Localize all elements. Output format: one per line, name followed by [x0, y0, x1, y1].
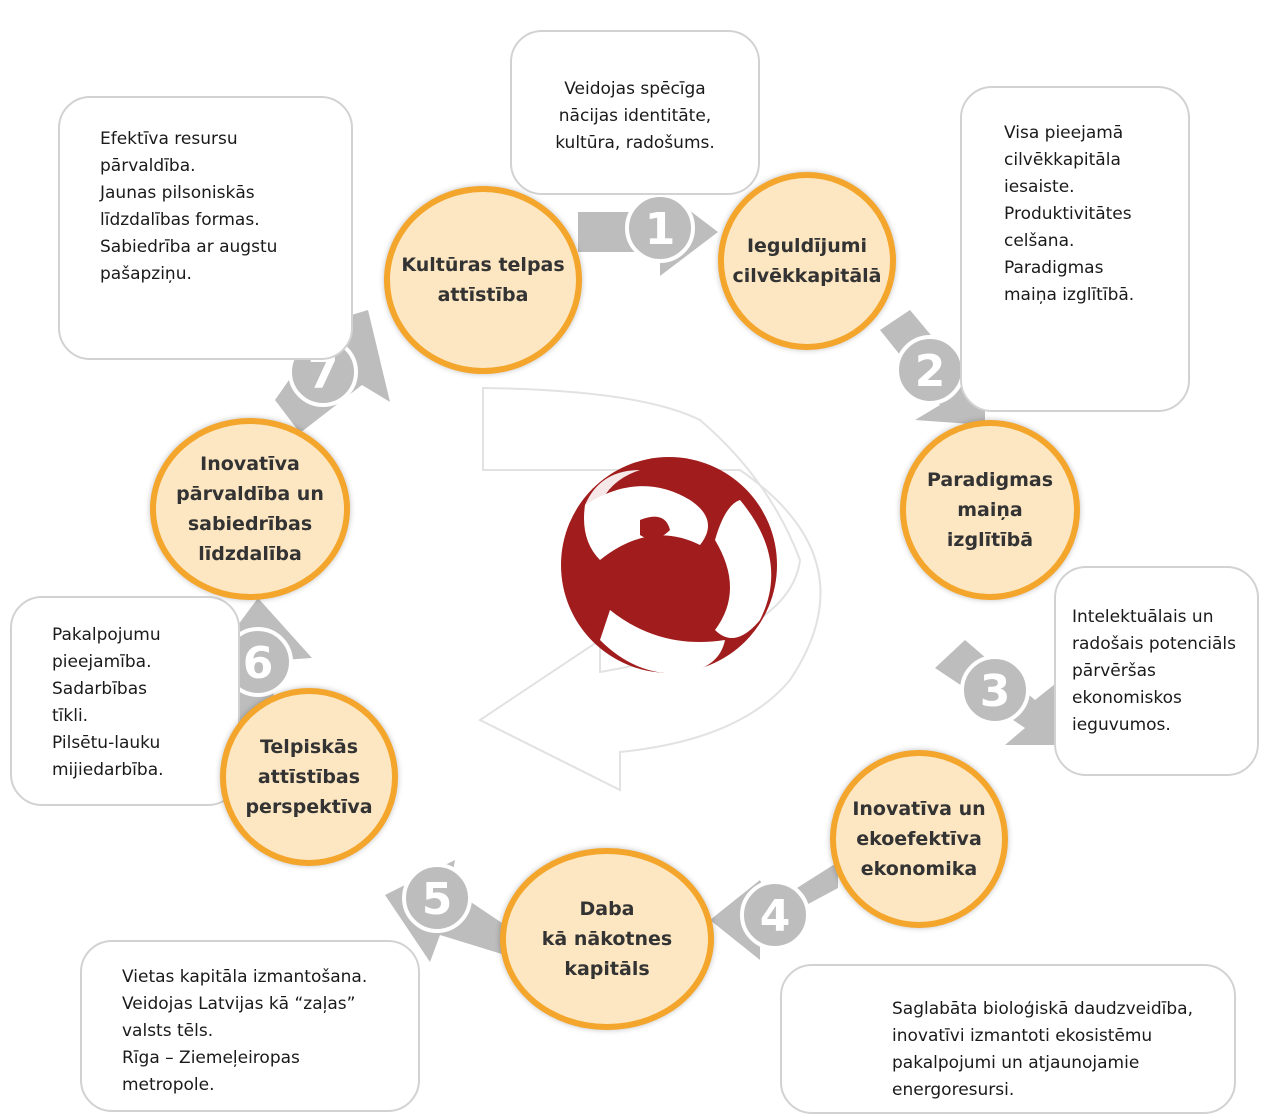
stage-circle-2: Paradigmas maiņa izglītībā [900, 420, 1080, 600]
stage-title-line: Inovatīva un [852, 798, 986, 820]
description-line: nācijas identitāte, [558, 106, 712, 126]
stage-title-line: ekonomika [860, 858, 978, 880]
step-number-1: 1 [645, 204, 676, 255]
description-line: Vietas kapitāla izmantošana. [122, 967, 368, 987]
step-number-3: 3 [980, 666, 1011, 717]
stage-title-line: Ieguldījumi [746, 235, 868, 257]
stage-title-line: Inovatīva [200, 453, 300, 475]
stage-circle-5: Telpiskās attīstības perspektīva [220, 688, 398, 866]
stage-title-line: Paradigmas [926, 469, 1054, 491]
description-line: radošais potenciāls [1072, 634, 1237, 654]
description-line: valsts tēls. [122, 1021, 214, 1041]
arrow-5 [385, 860, 505, 962]
description-line: maiņa izglītībā. [1004, 285, 1135, 305]
description-box-3: Intelektuālais un radošais potenciāls pā… [1054, 566, 1259, 776]
stage-circle-7: Kultūras telpas attīstība [384, 186, 582, 374]
step-number-4: 4 [760, 891, 791, 942]
arrow-2 [880, 310, 985, 425]
stage-title-line: attīstības [257, 766, 361, 788]
description-line: ieguvumos. [1072, 715, 1171, 735]
description-line: iesaiste. [1004, 177, 1075, 197]
description-line: Paradigmas [1004, 258, 1104, 278]
description-line: pārvaldība. [100, 156, 196, 176]
stage-circle-1: Ieguldījumi cilvēkkapitālā [718, 172, 896, 350]
stage-title-line: izglītībā [946, 529, 1034, 551]
description-box-5: Vietas kapitāla izmantošana. Veidojas La… [80, 940, 420, 1112]
stage-title-line: kā nākotnes [541, 928, 673, 950]
stage-title-line: attīstība [437, 284, 529, 306]
description-line: Saglabāta bioloģiskā daudzveidība, [892, 999, 1193, 1019]
description-line: ekonomiskos [1072, 688, 1182, 708]
description-line: cilvēkkapitāla [1004, 150, 1121, 170]
stage-title-line: ekoefektīva [856, 828, 982, 850]
arrow-1 [578, 188, 718, 276]
step-number-5: 5 [422, 874, 453, 925]
description-box-6: Pakalpojumu pieejamība. Sadarbības tīkli… [10, 596, 240, 806]
stage-title-line: sabiedrības [187, 513, 313, 535]
description-line: līdzdalības formas. [100, 210, 260, 230]
description-line: Visa pieejamā [1004, 123, 1124, 143]
description-line: kultūra, radošums. [555, 133, 715, 153]
description-box-7: Efektīva resursu pārvaldība. Jaunas pils… [58, 96, 353, 360]
description-line: pieejamība. [52, 652, 152, 672]
description-line: Veidojas spēcīga [564, 79, 706, 99]
description-line: Pilsētu-lauku [52, 733, 161, 753]
description-line: Sadarbības [52, 679, 147, 699]
stage-title-line: kapitāls [564, 958, 650, 980]
description-line: Veidojas Latvijas kā “zaļas” [122, 994, 356, 1014]
stage-title-line: Kultūras telpas [401, 254, 565, 276]
description-box-1: Veidojas spēcīga nācijas identitāte, kul… [510, 30, 760, 195]
stage-circle-3: Inovatīva un ekoefektīva ekonomika [830, 750, 1008, 928]
stage-title-line: līdzdalība [198, 543, 302, 565]
stage-circle-4: Daba kā nākotnes kapitāls [500, 848, 714, 1030]
arrow-4 [710, 862, 838, 960]
description-line: Jaunas pilsoniskās [100, 183, 255, 203]
stage-title-line: perspektīva [245, 796, 373, 818]
description-line: metropole. [122, 1075, 215, 1095]
description-line: Rīga – Ziemeļeiropas [122, 1048, 300, 1068]
description-line: Pakalpojumu [52, 625, 161, 645]
stage-title-line: pārvaldība un [176, 483, 324, 505]
description-line: inovatīvi izmantoti ekosistēmu [892, 1026, 1153, 1046]
description-line: mijiedarbība. [52, 760, 164, 780]
arrow-3 [935, 640, 1070, 745]
stage-circle-6: Inovatīva pārvaldība un sabiedrības līdz… [150, 418, 350, 600]
description-line: Sabiedrība ar augstu [100, 237, 278, 257]
description-box-4: Saglabāta bioloģiskā daudzveidība, inova… [780, 964, 1236, 1114]
description-line: Intelektuālais un [1072, 607, 1214, 627]
description-line: pakalpojumi un atjaunojamie [892, 1053, 1140, 1073]
stage-title-line: cilvēkkapitālā [732, 265, 882, 287]
description-box-2: Visa pieejamā cilvēkkapitāla iesaiste. P… [960, 86, 1190, 412]
description-line: energoresursi. [892, 1080, 1015, 1100]
step-number-2: 2 [915, 346, 946, 397]
description-line: pašapziņu. [100, 264, 192, 284]
logo-icon [561, 457, 777, 674]
description-line: Produktivitātes [1004, 204, 1132, 224]
description-line: pārvēršas [1072, 661, 1156, 681]
step-number-6: 6 [243, 638, 274, 689]
stage-title-line: Telpiskās [259, 736, 359, 758]
stage-title-line: Daba [579, 898, 635, 920]
description-line: tīkli. [52, 706, 89, 726]
description-line: celšana. [1004, 231, 1075, 251]
description-line: Efektīva resursu [100, 129, 238, 149]
stage-title-line: maiņa [957, 499, 1023, 521]
